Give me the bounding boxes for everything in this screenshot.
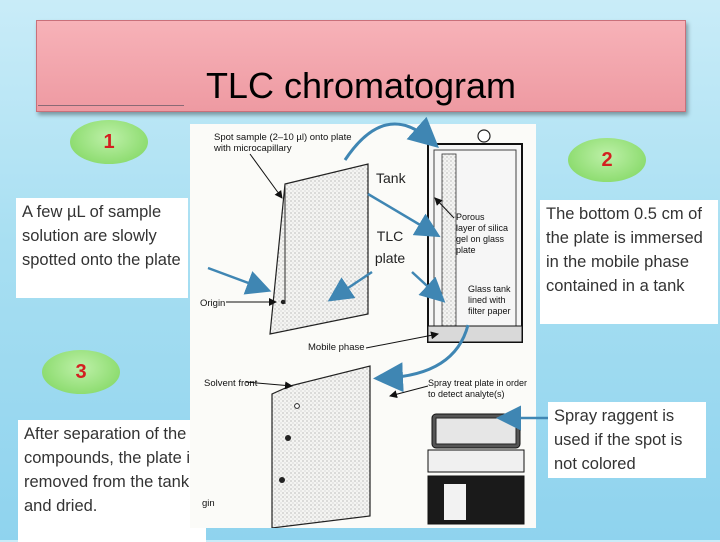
label-origin-bottom: gin bbox=[202, 498, 215, 509]
page-title: TLC chromatogram bbox=[205, 65, 517, 106]
label-glass-tank: Glass tank bbox=[468, 284, 511, 294]
label-tank: Tank bbox=[376, 170, 406, 186]
label-tlc-plate: TLC plate bbox=[374, 228, 406, 266]
label-mobile-phase: Mobile phase bbox=[308, 342, 365, 353]
spray-note: Spray raggent is used if the spot is not… bbox=[548, 402, 706, 478]
label-origin: Origin bbox=[200, 298, 225, 309]
step-1-badge: 1 bbox=[70, 120, 148, 164]
label-spot-sample: Spot sample (2–10 µl) onto plate bbox=[214, 132, 352, 143]
step-2-badge: 2 bbox=[568, 138, 646, 182]
step-3-badge: 3 bbox=[42, 350, 120, 394]
tlc-plate-bottom bbox=[271, 365, 371, 529]
svg-text:layer of silica: layer of silica bbox=[456, 223, 508, 233]
step-1-note: A few µL of sample solution are slowly s… bbox=[16, 198, 188, 298]
label-spray: Spray treat plate in order bbox=[428, 378, 527, 388]
svg-text:lined with: lined with bbox=[468, 295, 506, 305]
step-2-note: The bottom 0.5 cm of the plate is immers… bbox=[540, 200, 718, 324]
step-3-note: After separation of the compounds, the p… bbox=[18, 420, 206, 542]
label-porous-layer: Porous bbox=[456, 212, 485, 222]
svg-text:plate: plate bbox=[456, 245, 476, 255]
title-banner: TLC chromatogram bbox=[36, 20, 686, 112]
svg-text:filter paper: filter paper bbox=[468, 306, 511, 316]
svg-text:to detect analyte(s): to detect analyte(s) bbox=[428, 389, 505, 399]
title-underline bbox=[38, 105, 184, 106]
svg-text:gel on glass: gel on glass bbox=[456, 234, 505, 244]
svg-text:with microcapillary: with microcapillary bbox=[213, 143, 292, 154]
label-solvent-front: Solvent front bbox=[204, 378, 258, 389]
tlc-figure-drawing: Spot sample (2–10 µl) onto plate with mi… bbox=[200, 129, 527, 529]
origin-spot bbox=[280, 299, 286, 305]
tlc-figure: Spot sample (2–10 µl) onto plate with mi… bbox=[190, 124, 536, 529]
